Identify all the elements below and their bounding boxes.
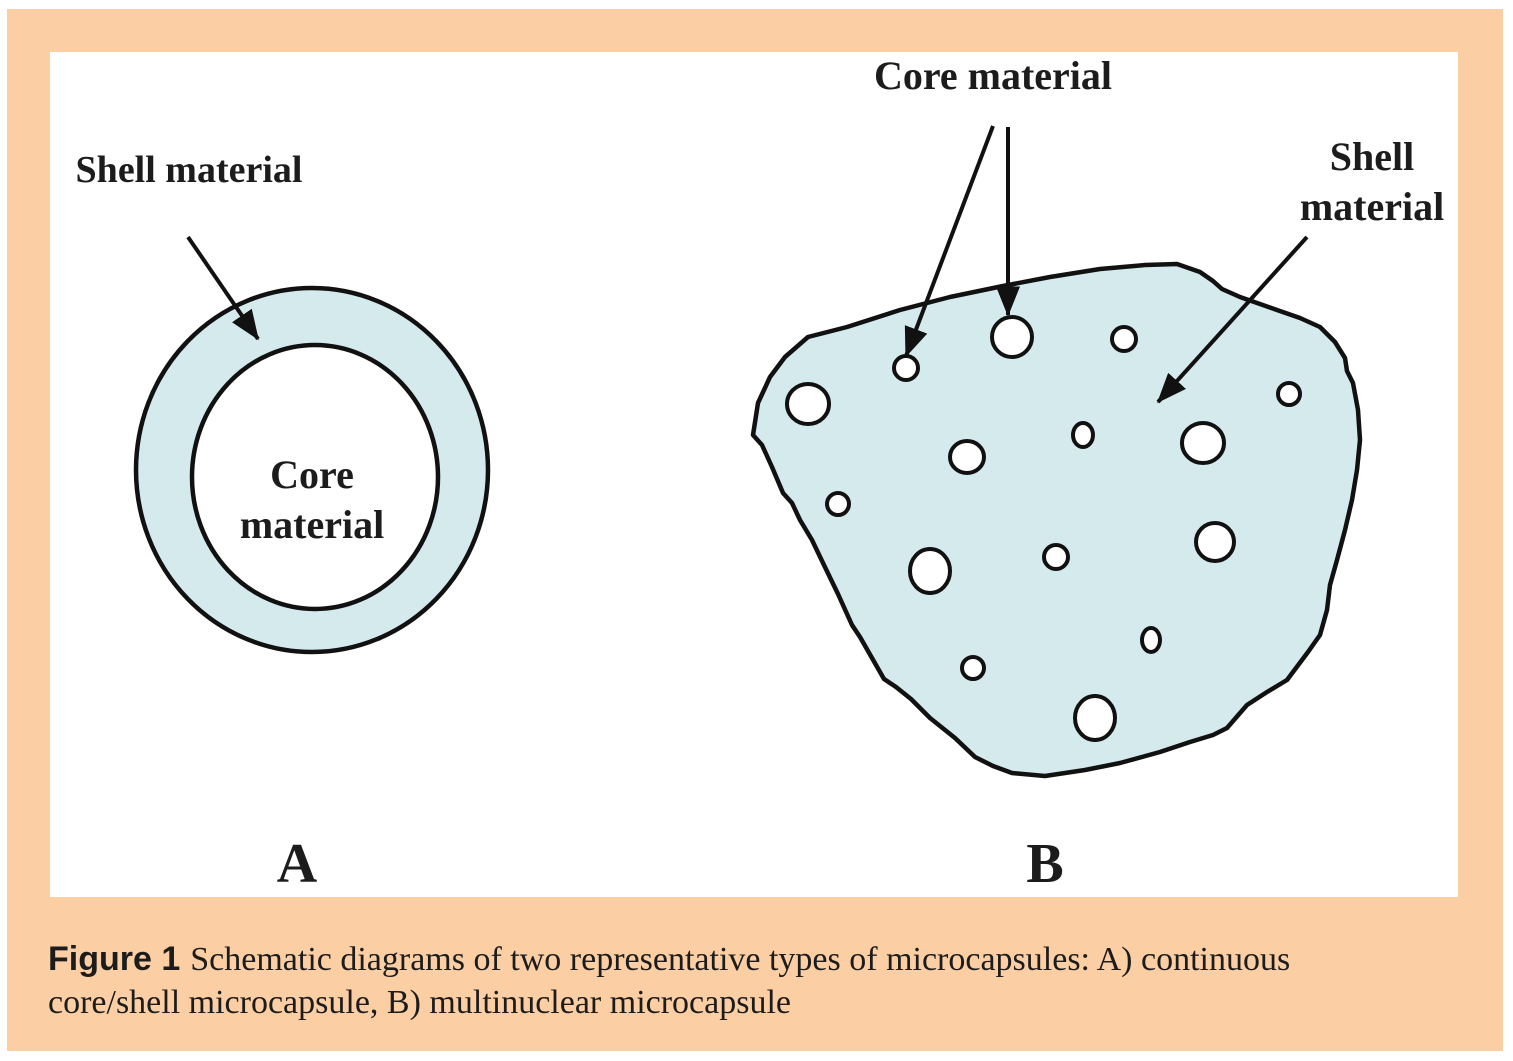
core-droplet	[960, 655, 986, 681]
shell-material-label-b: Shell material	[1300, 132, 1444, 232]
figure-number-label: Figure 1	[48, 940, 181, 978]
core-material-label-a-line2: material	[239, 502, 385, 547]
core-droplet	[908, 547, 952, 595]
core-material-label-a: Core material	[240, 450, 384, 550]
figure-background: Shell material Core material A Core mate…	[7, 9, 1503, 1051]
core-droplet	[785, 382, 831, 426]
panel-letter-b: B	[1026, 833, 1064, 895]
shell-material-label-b-line2: material	[1299, 184, 1445, 229]
core-droplet	[1073, 694, 1117, 742]
core-droplet	[1071, 421, 1095, 449]
shell-material-label-b-line1: Shell	[1329, 134, 1415, 179]
shell-material-b-arrow-icon	[1156, 235, 1309, 404]
core-droplet	[1194, 521, 1236, 563]
core-droplet	[1276, 381, 1302, 407]
capsule-b-shell-body	[750, 261, 1363, 779]
caption-line-2: core/shell microcapsule, B) multinuclear…	[48, 984, 792, 1021]
core-droplet	[892, 354, 920, 382]
core-material-label-b: Core material	[873, 53, 1113, 98]
core-droplet	[1042, 543, 1070, 571]
core-droplet	[825, 491, 851, 517]
shell-material-a-arrow-icon	[186, 235, 260, 341]
shell-material-label-a: Shell material	[75, 149, 303, 191]
core-droplet	[1110, 325, 1138, 353]
figure-panel: Shell material Core material A Core mate…	[50, 52, 1458, 897]
core-material-b-arrow-left-icon	[904, 125, 995, 358]
diagram-canvas	[133, 125, 1363, 779]
panel-letter-a: A	[276, 833, 318, 895]
core-droplet	[990, 315, 1034, 359]
core-droplet	[948, 439, 986, 475]
capsule-a-core	[189, 342, 441, 612]
core-droplet	[1140, 626, 1162, 654]
core-material-label-a-line1: Core	[270, 452, 354, 497]
core-droplet	[1180, 421, 1226, 465]
caption-line-1-text: Schematic diagrams of two representative…	[190, 941, 1291, 978]
